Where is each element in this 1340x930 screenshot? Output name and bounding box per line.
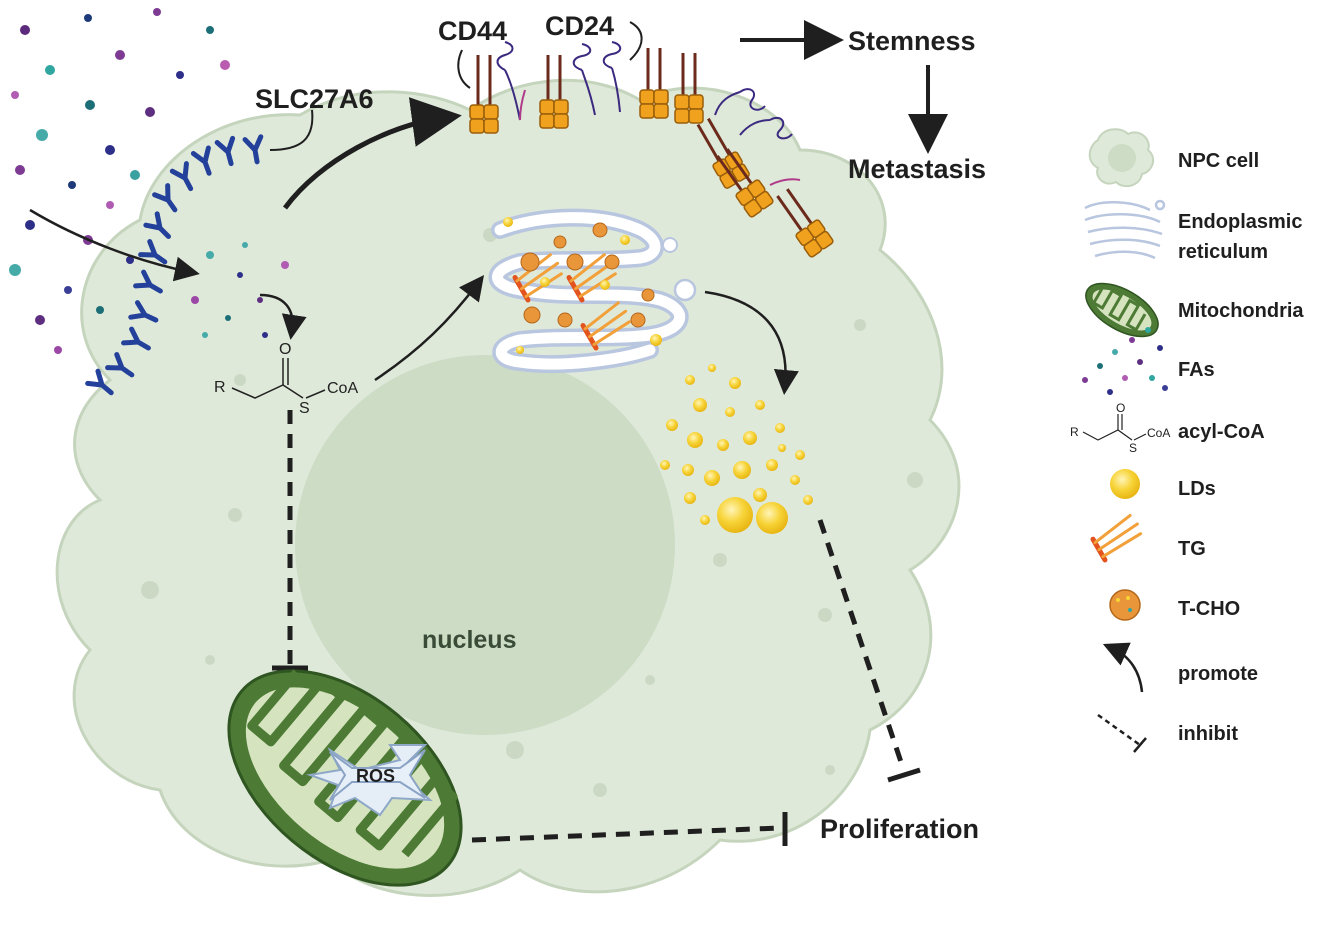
legend-lds: LDs bbox=[1178, 478, 1216, 500]
er-to-lds-arrow bbox=[704, 290, 799, 395]
legend-acylcoa-r: R bbox=[1070, 425, 1079, 439]
legend-tg: TG bbox=[1178, 538, 1206, 560]
cd44-proteins bbox=[469, 48, 834, 258]
legend-inhibit-icon bbox=[1097, 713, 1147, 753]
legend-npc-cell-icon bbox=[1088, 128, 1155, 188]
slc27a6-receptors bbox=[85, 134, 264, 396]
cd24-label: CD24 bbox=[545, 11, 614, 41]
mito-inhibits-proliferation bbox=[471, 812, 788, 846]
nucleus bbox=[295, 355, 675, 735]
legend-er-icon bbox=[1084, 199, 1166, 260]
proliferation-label: Proliferation bbox=[820, 814, 979, 844]
ros-label: ROS bbox=[356, 766, 395, 786]
legend-promote-icon bbox=[1102, 642, 1144, 693]
acylcoa-inhibits-mito bbox=[272, 410, 308, 671]
acylcoa-to-er-arrow bbox=[374, 275, 485, 382]
legend-npc-cell: NPC cell bbox=[1178, 150, 1259, 172]
fatty-acid-particles bbox=[9, 8, 289, 354]
cd24-proteins bbox=[496, 41, 801, 186]
ros-shape bbox=[329, 749, 426, 801]
acyl-coa-r: R bbox=[214, 379, 226, 396]
legend-promote: promote bbox=[1178, 663, 1258, 685]
legend-tcho: T-CHO bbox=[1178, 598, 1240, 620]
lds-in-er bbox=[503, 217, 662, 354]
legend-er-line1: Endoplasmic bbox=[1178, 211, 1302, 233]
acyl-coa-coa: CoA bbox=[327, 380, 358, 397]
acyl-coa-structure bbox=[231, 358, 326, 399]
nucleus-label: nucleus bbox=[422, 626, 516, 654]
legend-acylcoa-icon bbox=[1082, 414, 1147, 441]
legend-fas-icon bbox=[1082, 327, 1168, 395]
slc27a6-pointer bbox=[269, 109, 314, 151]
legend-tg-icon bbox=[1090, 513, 1143, 563]
legend-lds-icon bbox=[1110, 469, 1140, 499]
slc27a6-label: SLC27A6 bbox=[255, 84, 374, 114]
legend-acylcoa-s: S bbox=[1129, 441, 1137, 455]
cd44-label: CD44 bbox=[438, 16, 507, 46]
acyl-coa-s: S bbox=[299, 400, 310, 417]
legend-mitochondria: Mitochondria bbox=[1178, 300, 1304, 322]
promote-cd44-arrow bbox=[282, 97, 462, 210]
legend-er-line2: reticulum bbox=[1178, 241, 1268, 263]
legend-fas: FAs bbox=[1178, 359, 1215, 381]
legend-tcho-icon bbox=[1109, 589, 1141, 621]
legend-acyl-coa: acyl-CoA bbox=[1178, 421, 1265, 443]
fa-activation-arrow bbox=[259, 293, 307, 340]
acyl-coa-o: O bbox=[279, 341, 291, 358]
cd24-pointer bbox=[629, 21, 643, 61]
stemness-label: Stemness bbox=[848, 26, 976, 56]
legend-acylcoa-coa: CoA bbox=[1147, 426, 1170, 440]
lds-inhibit-proliferation bbox=[817, 519, 921, 783]
legend: NPC cell Endoplasmic reticulum Mitochond… bbox=[1070, 128, 1304, 753]
legend-acylcoa-o: O bbox=[1116, 401, 1125, 415]
fa-uptake-arrow bbox=[29, 208, 200, 282]
lipid-droplets bbox=[660, 364, 813, 534]
legend-mito-icon bbox=[1085, 282, 1159, 338]
legend-inhibit: inhibit bbox=[1178, 723, 1238, 745]
metastasis-label: Metastasis bbox=[848, 154, 986, 184]
cd44-pointer bbox=[457, 49, 471, 89]
tcho-in-er bbox=[520, 222, 655, 328]
endoplasmic-reticulum bbox=[488, 208, 697, 374]
